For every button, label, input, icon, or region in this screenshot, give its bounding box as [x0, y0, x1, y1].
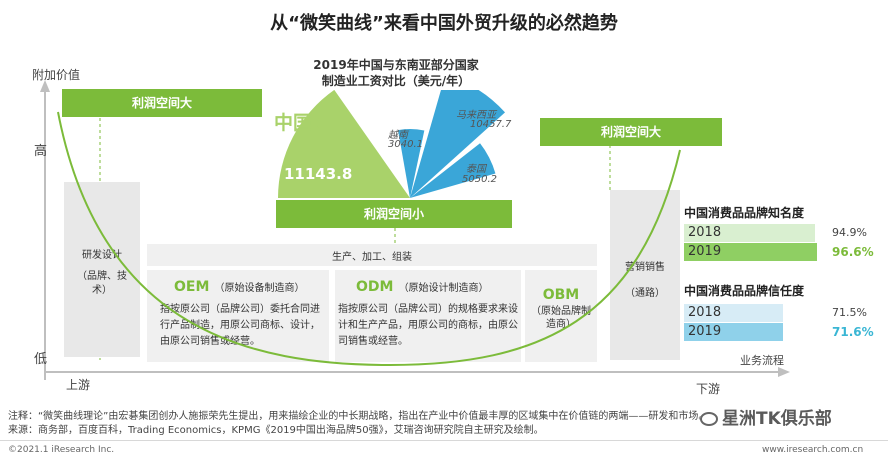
profit-small-bar: 利润空间小: [276, 200, 512, 228]
footer-divider: [0, 440, 888, 441]
y-axis-label: 附加价值: [32, 68, 81, 82]
wage-sector-3: [410, 143, 496, 198]
footer-right: www.iresearch.com.cn: [762, 445, 864, 455]
awareness-title: 中国消费品品牌知名度: [684, 206, 805, 220]
note-line: 注释：“微笑曲线理论”由宏碁集团创办人施振荣先生提出，用来描绘企业的中长期战略，…: [8, 411, 708, 422]
china-label: 中国：: [274, 112, 332, 134]
year-bar: 2019: [684, 323, 783, 341]
watermark-text: 星洲TK俱乐部: [722, 409, 832, 429]
wechat-icon: [700, 412, 718, 426]
china-value-label: 11143.8: [284, 165, 353, 183]
wage-sector-1: [398, 129, 425, 198]
marketing-sub-label: （通路）: [625, 288, 665, 299]
marketing-column: [610, 190, 680, 360]
wage-chart-title-line1: 2019年中国与东南亚部分国家: [313, 58, 479, 72]
y-axis-arrow: [40, 80, 50, 92]
profit-big-left-bar: 利润空间大: [62, 89, 262, 117]
marketing-label: 营销销售: [625, 262, 665, 273]
oem-desc: 指按原公司（品牌公司）委托合同进行产品制造，用原公司商标、设计，由原公司销售或经…: [160, 304, 320, 347]
thailand-value: 5050.2: [462, 174, 497, 185]
odm-desc: 指按原公司（品牌公司）的规格要求来设计和生产产品，用原公司的商标，由原公司销售或…: [338, 304, 518, 347]
odm-header: ODM （原始设计制造商）: [356, 276, 489, 295]
vietnam-name: 越南: [388, 130, 408, 141]
percent-value: 94.9%: [832, 226, 867, 239]
malaysia-value: 10457.7: [470, 119, 512, 130]
wage-chart-title: 2019年中国与东南亚部分国家 制造业工资对比（美元/年）: [276, 57, 516, 89]
axis-low-label: 低: [34, 352, 48, 367]
obm-name: OBM: [542, 287, 580, 303]
production-label: 生产、加工、组装: [332, 252, 412, 263]
percent-value: 96.6%: [832, 245, 874, 259]
upstream-label: 上游: [66, 378, 91, 392]
vietnam-value: 3040.1: [388, 139, 423, 150]
x-axis-arrow: [778, 367, 790, 377]
percent-value: 71.6%: [832, 325, 874, 339]
wage-chart-title-line2: 制造业工资对比（美元/年）: [321, 74, 471, 88]
rd-label: 研发设计: [82, 250, 122, 261]
wage-sector-2: [410, 90, 506, 198]
source-line: 来源：商务部，百度百科，Trading Economics，KPMG《2019中…: [8, 425, 544, 436]
year-bar: 2019: [684, 243, 818, 261]
downstream-label: 下游: [696, 382, 721, 396]
flow-label: 业务流程: [740, 354, 784, 367]
wage-sector-0: [278, 90, 410, 198]
malaysia-name: 马来西亚: [456, 110, 496, 121]
oem-full: （原始设备制造商）: [214, 283, 305, 294]
percent-value: 71.5%: [832, 306, 867, 319]
odm-name: ODM: [356, 279, 394, 295]
rd-sub-label: （品牌、技术）: [77, 271, 127, 296]
obm-full: （原始品牌制造商）: [531, 306, 591, 330]
axis-high-label: 高: [34, 144, 48, 159]
oem-name: OEM: [174, 279, 210, 295]
oem-header: OEM （原始设备制造商）: [174, 276, 305, 295]
wage-chart: [278, 90, 506, 198]
page-title: 从“微笑曲线”来看中国外贸升级的必然趋势: [270, 13, 618, 34]
thailand-name: 泰国: [466, 164, 486, 175]
watermark: 星洲TK俱乐部: [700, 404, 832, 429]
profit-big-right-bar: 利润空间大: [540, 118, 722, 146]
trust-title: 中国消费品品牌信任度: [684, 284, 805, 298]
year-bar: 2018: [684, 304, 783, 322]
year-bar: 2018: [684, 224, 815, 242]
odm-full: （原始设计制造商）: [398, 283, 489, 294]
footer-left: ©2021.1 iResearch Inc.: [8, 445, 115, 455]
